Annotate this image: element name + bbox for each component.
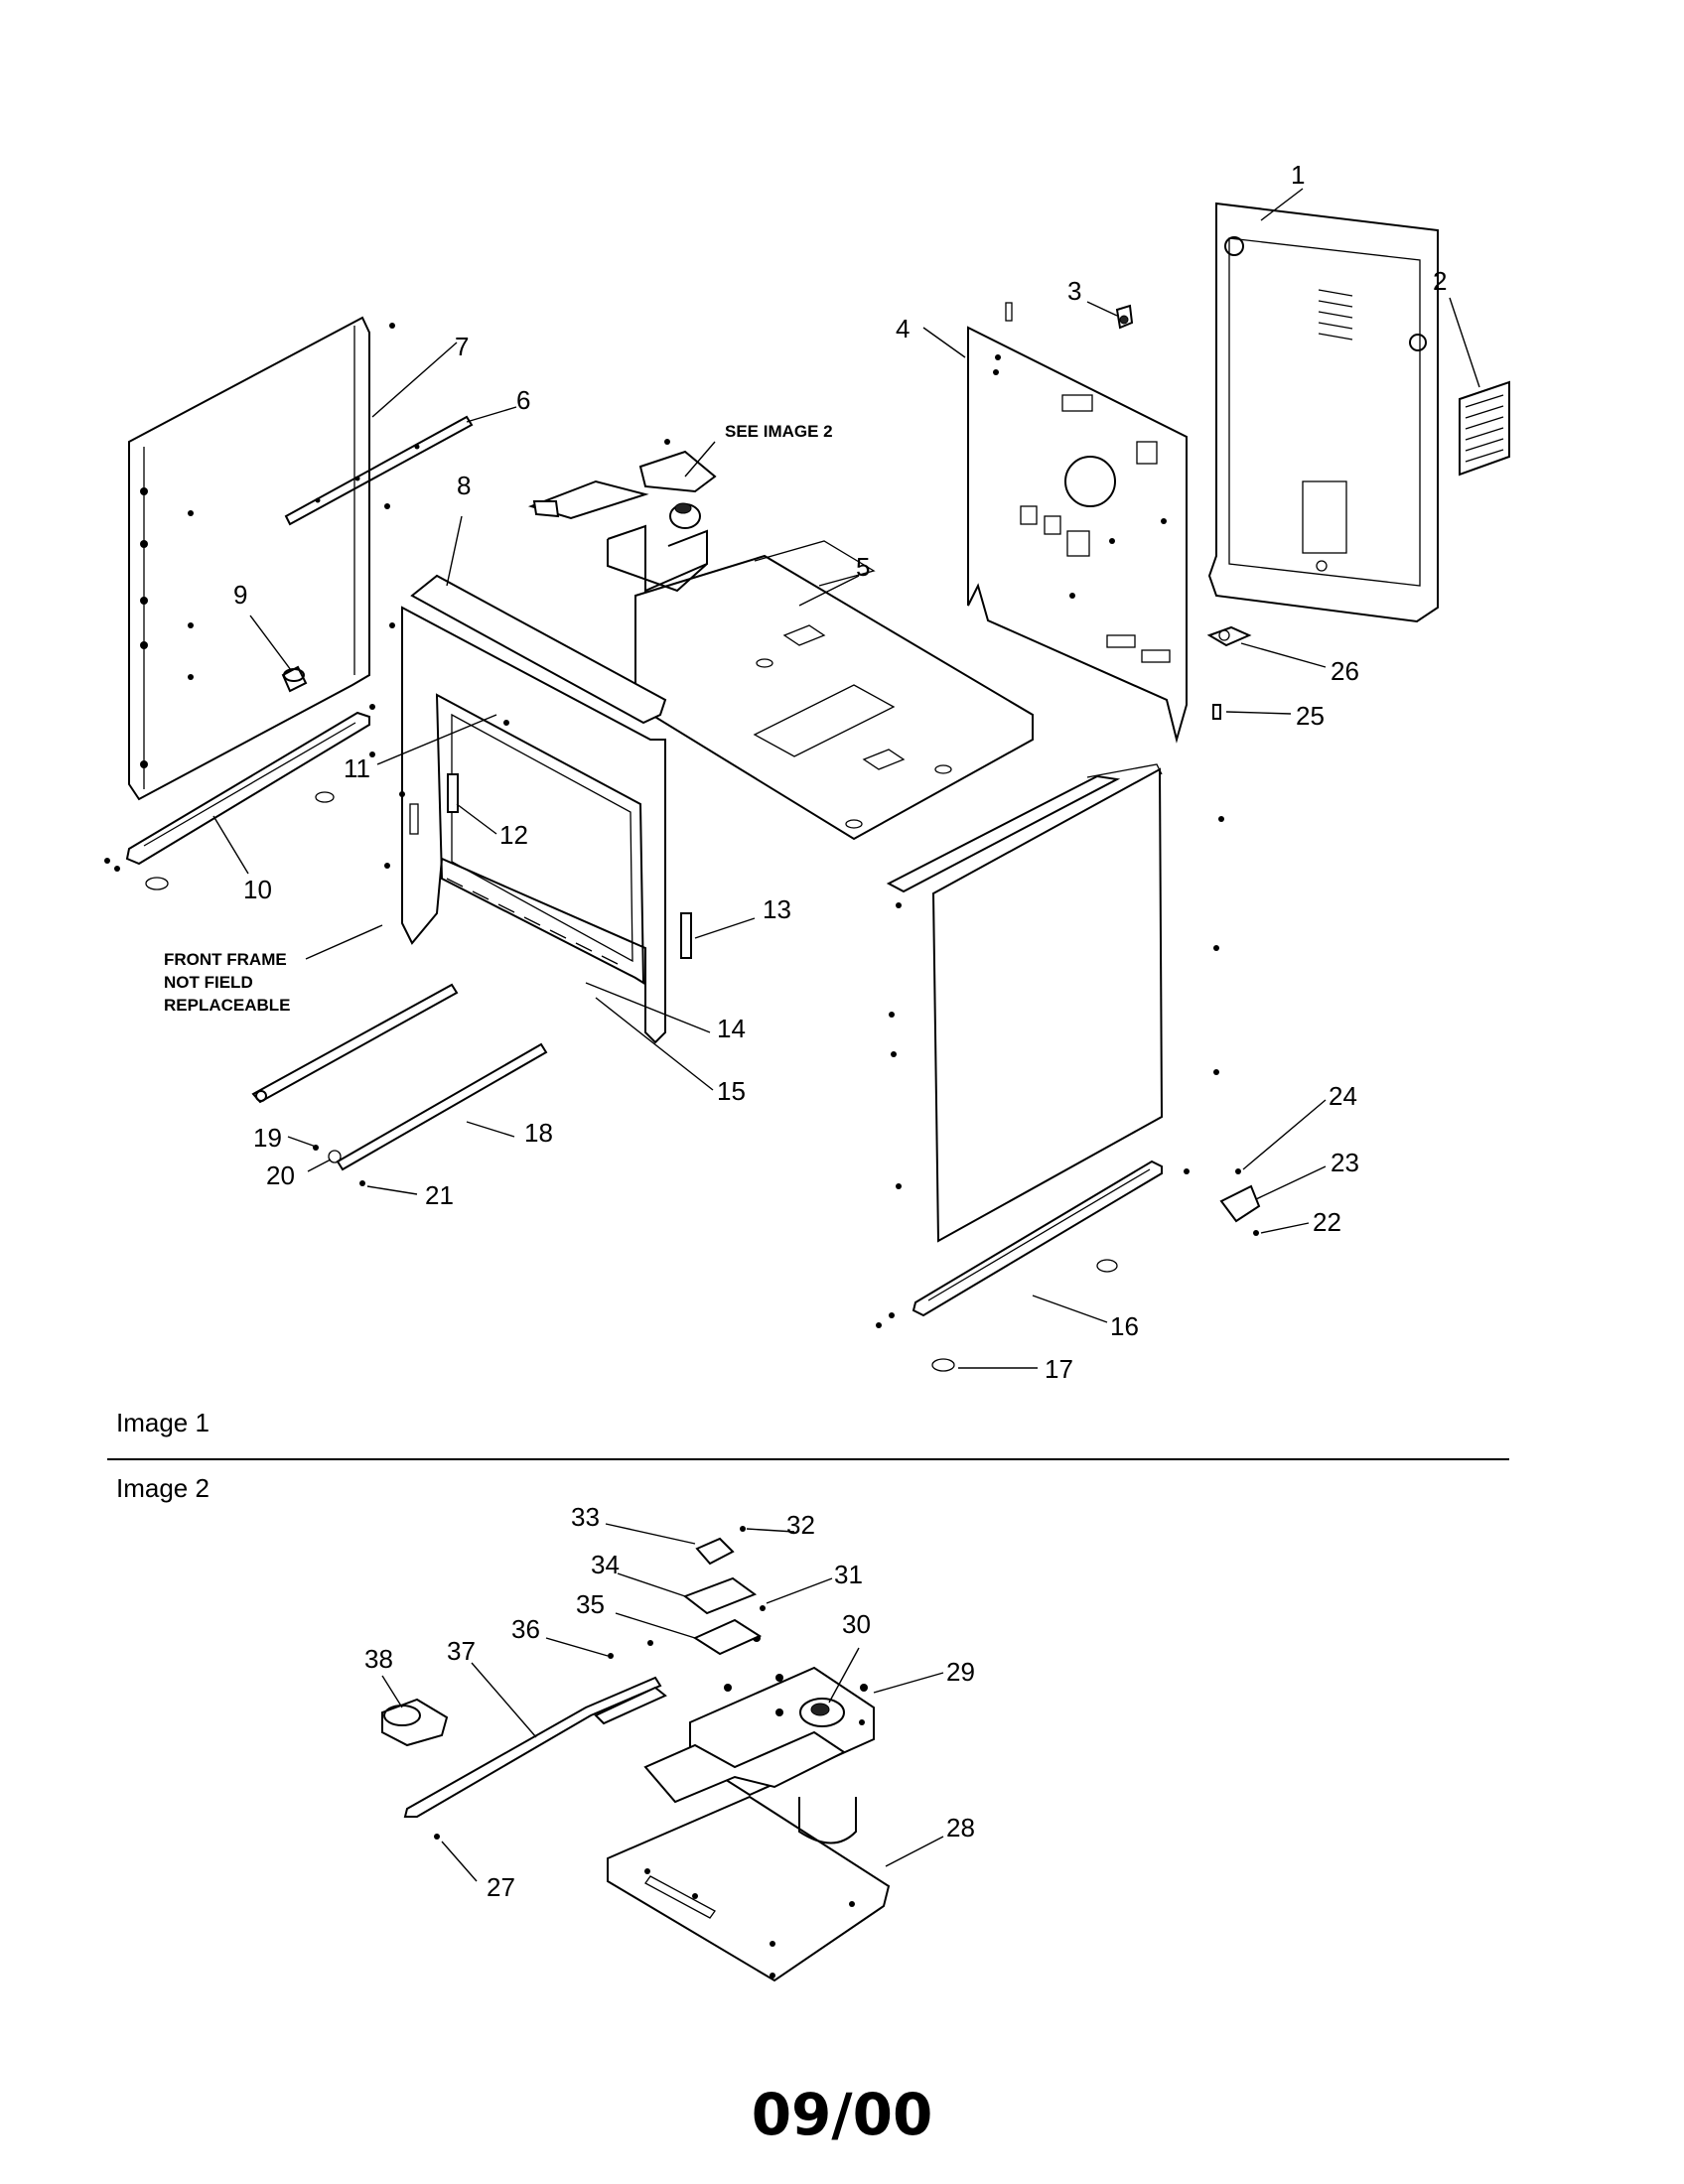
callout-30: 30 — [842, 1609, 871, 1639]
callout-32: 32 — [786, 1510, 815, 1540]
part-30-cam-plate — [643, 1634, 875, 1844]
front-frame-note-line-3: REPLACEABLE — [164, 996, 291, 1015]
callout-37: 37 — [447, 1636, 476, 1666]
part-33-switch — [695, 1526, 746, 1566]
part-35-bracket — [692, 1618, 763, 1656]
part-34-plate — [682, 1576, 766, 1615]
callout-24: 24 — [1329, 1081, 1357, 1111]
part-18-kick-rail — [251, 983, 548, 1186]
callout-12: 12 — [499, 820, 528, 850]
callout-9: 9 — [233, 580, 247, 610]
part-37-lever-arm — [403, 1640, 667, 1840]
callout-38: 38 — [364, 1644, 393, 1674]
callout-7: 7 — [455, 332, 469, 361]
callout-31: 31 — [834, 1560, 863, 1589]
callout-18: 18 — [524, 1118, 553, 1148]
callout-2: 2 — [1433, 266, 1447, 296]
part-2-vent-grille — [1459, 380, 1510, 477]
part-6-rail — [284, 415, 474, 526]
right-side-panel — [886, 763, 1224, 1243]
callout-19: 19 — [253, 1123, 282, 1153]
callout-34: 34 — [591, 1550, 620, 1579]
see-image-2-note: SEE IMAGE 2 — [725, 422, 833, 441]
callout-27: 27 — [487, 1872, 515, 1902]
image2-leader-lines — [381, 1523, 944, 1882]
callout-20: 20 — [266, 1160, 295, 1190]
callout-35: 35 — [576, 1589, 605, 1619]
part-26-grommet — [1206, 625, 1252, 647]
image-2-label: Image 2 — [116, 1473, 210, 1503]
callout-11: 11 — [344, 753, 370, 783]
callout-6: 6 — [516, 385, 530, 415]
part-9-knob — [281, 665, 308, 693]
callout-10: 10 — [243, 875, 272, 904]
callout-36: 36 — [511, 1614, 540, 1644]
control-assembly-small — [527, 439, 717, 593]
part-23-bracket — [1219, 1168, 1261, 1236]
footer-date: 09/00 — [752, 2081, 933, 2148]
part-25-clip — [1212, 704, 1221, 720]
part-5-oven-bottom — [634, 540, 1034, 841]
callout-3: 3 — [1067, 276, 1081, 306]
part-38-handle — [381, 1698, 449, 1747]
callout-17: 17 — [1045, 1354, 1073, 1384]
part-4-inner-back-panel — [967, 302, 1188, 744]
callout-22: 22 — [1313, 1207, 1341, 1237]
part-1-rear-panel — [1207, 202, 1439, 623]
callout-5: 5 — [856, 552, 870, 582]
callout-21: 21 — [425, 1180, 454, 1210]
image-1-label: Image 1 — [116, 1408, 210, 1437]
part-7-left-side-panel — [128, 316, 395, 801]
callout-1: 1 — [1291, 160, 1305, 190]
part-8-front-frame — [369, 574, 692, 1044]
front-frame-note-line-1: FRONT FRAME — [164, 950, 287, 969]
callout-16: 16 — [1110, 1311, 1139, 1341]
image1-leader-lines — [212, 188, 1480, 1369]
image1-callout-labels: 1 2 3 4 5 6 7 8 9 10 11 12 13 14 15 16 1… — [164, 160, 1447, 1384]
callout-14: 14 — [717, 1014, 746, 1043]
part-10-left-bottom-rail — [104, 704, 375, 890]
image2-callout-labels: 27 28 29 30 31 32 33 34 35 36 37 38 — [364, 1502, 975, 1902]
front-frame-note-line-2: NOT FIELD — [164, 973, 253, 992]
part-28-mounting-bracket — [607, 1795, 891, 1982]
callout-25: 25 — [1296, 701, 1325, 731]
callout-4: 4 — [896, 314, 910, 343]
part-16-right-bottom-rail — [876, 1160, 1190, 1328]
callout-15: 15 — [717, 1076, 746, 1106]
callout-33: 33 — [571, 1502, 600, 1532]
callout-23: 23 — [1331, 1148, 1359, 1177]
callout-26: 26 — [1331, 656, 1359, 686]
part-17-leveling-foot — [931, 1358, 955, 1372]
callout-29: 29 — [946, 1657, 975, 1687]
callout-13: 13 — [763, 894, 791, 924]
part-3-clip — [1115, 304, 1134, 330]
callout-8: 8 — [457, 471, 471, 500]
callout-28: 28 — [946, 1813, 975, 1843]
